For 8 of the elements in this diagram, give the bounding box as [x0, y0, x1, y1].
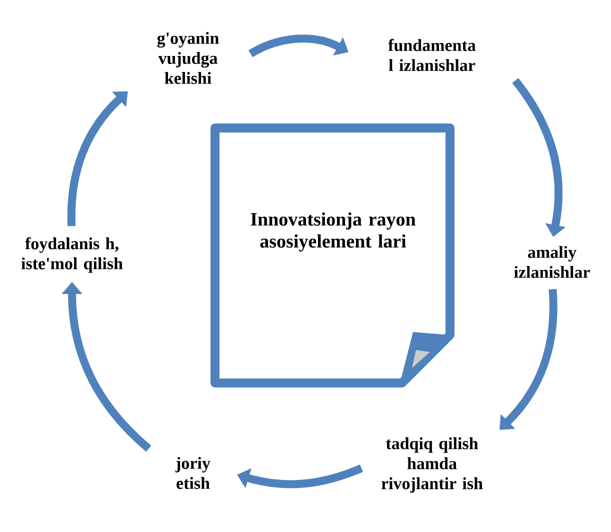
- step-label: amaliy izlanishlar: [514, 246, 590, 278]
- step-label: g'oyanin vujudga kelishi: [157, 32, 219, 84]
- step-label: tadqiq qilish hamda rivojlantir ish: [381, 437, 483, 493]
- step-label: foydalanis h, iste'mol qilish: [21, 237, 123, 273]
- step-label: fundamenta l izlanishlar: [388, 38, 476, 72]
- curved-arrow: [67, 91, 128, 226]
- curved-arrow: [500, 288, 558, 430]
- step-label: joriy etish: [175, 457, 210, 489]
